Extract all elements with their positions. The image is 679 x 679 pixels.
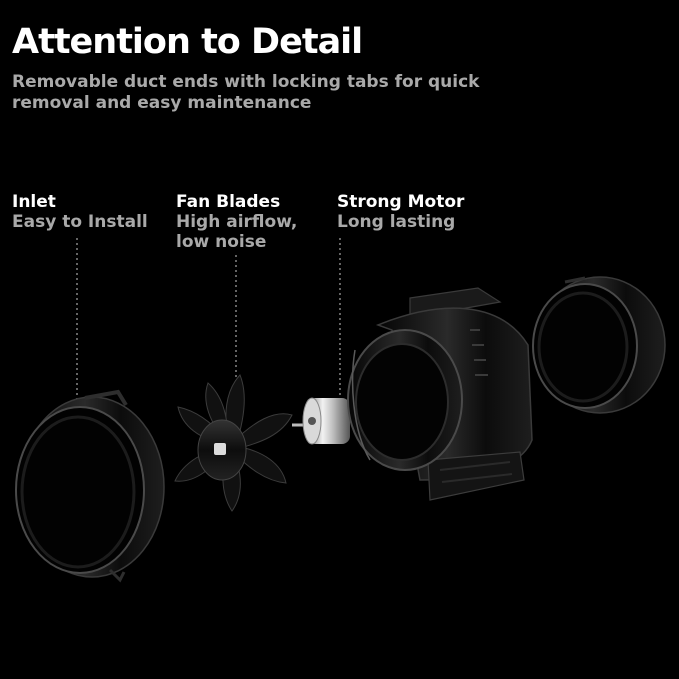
fan-housing [347,287,533,501]
fan-impeller [174,374,293,512]
callout-inlet-description: Easy to Install [12,212,148,232]
motor [292,397,350,445]
callout-motor-heading: Strong Motor [337,192,465,212]
callout-fan-blades: Fan Blades High airflow, low noise [176,192,326,252]
callout-inlet: Inlet Easy to Install [12,192,162,232]
outlet-ring [532,276,666,414]
callout-inlet-heading: Inlet [12,192,56,212]
callout-motor: Strong Motor Long lasting [337,192,487,232]
inlet-ring [15,389,165,583]
callout-fan-blades-heading: Fan Blades [176,192,281,212]
page-title: Attention to Detail [12,22,363,62]
callout-motor-description: Long lasting [337,212,456,232]
callout-fan-blades-description: High airflow, low noise [176,212,298,252]
page-subtitle: Removable duct ends with locking tabs fo… [12,72,480,113]
